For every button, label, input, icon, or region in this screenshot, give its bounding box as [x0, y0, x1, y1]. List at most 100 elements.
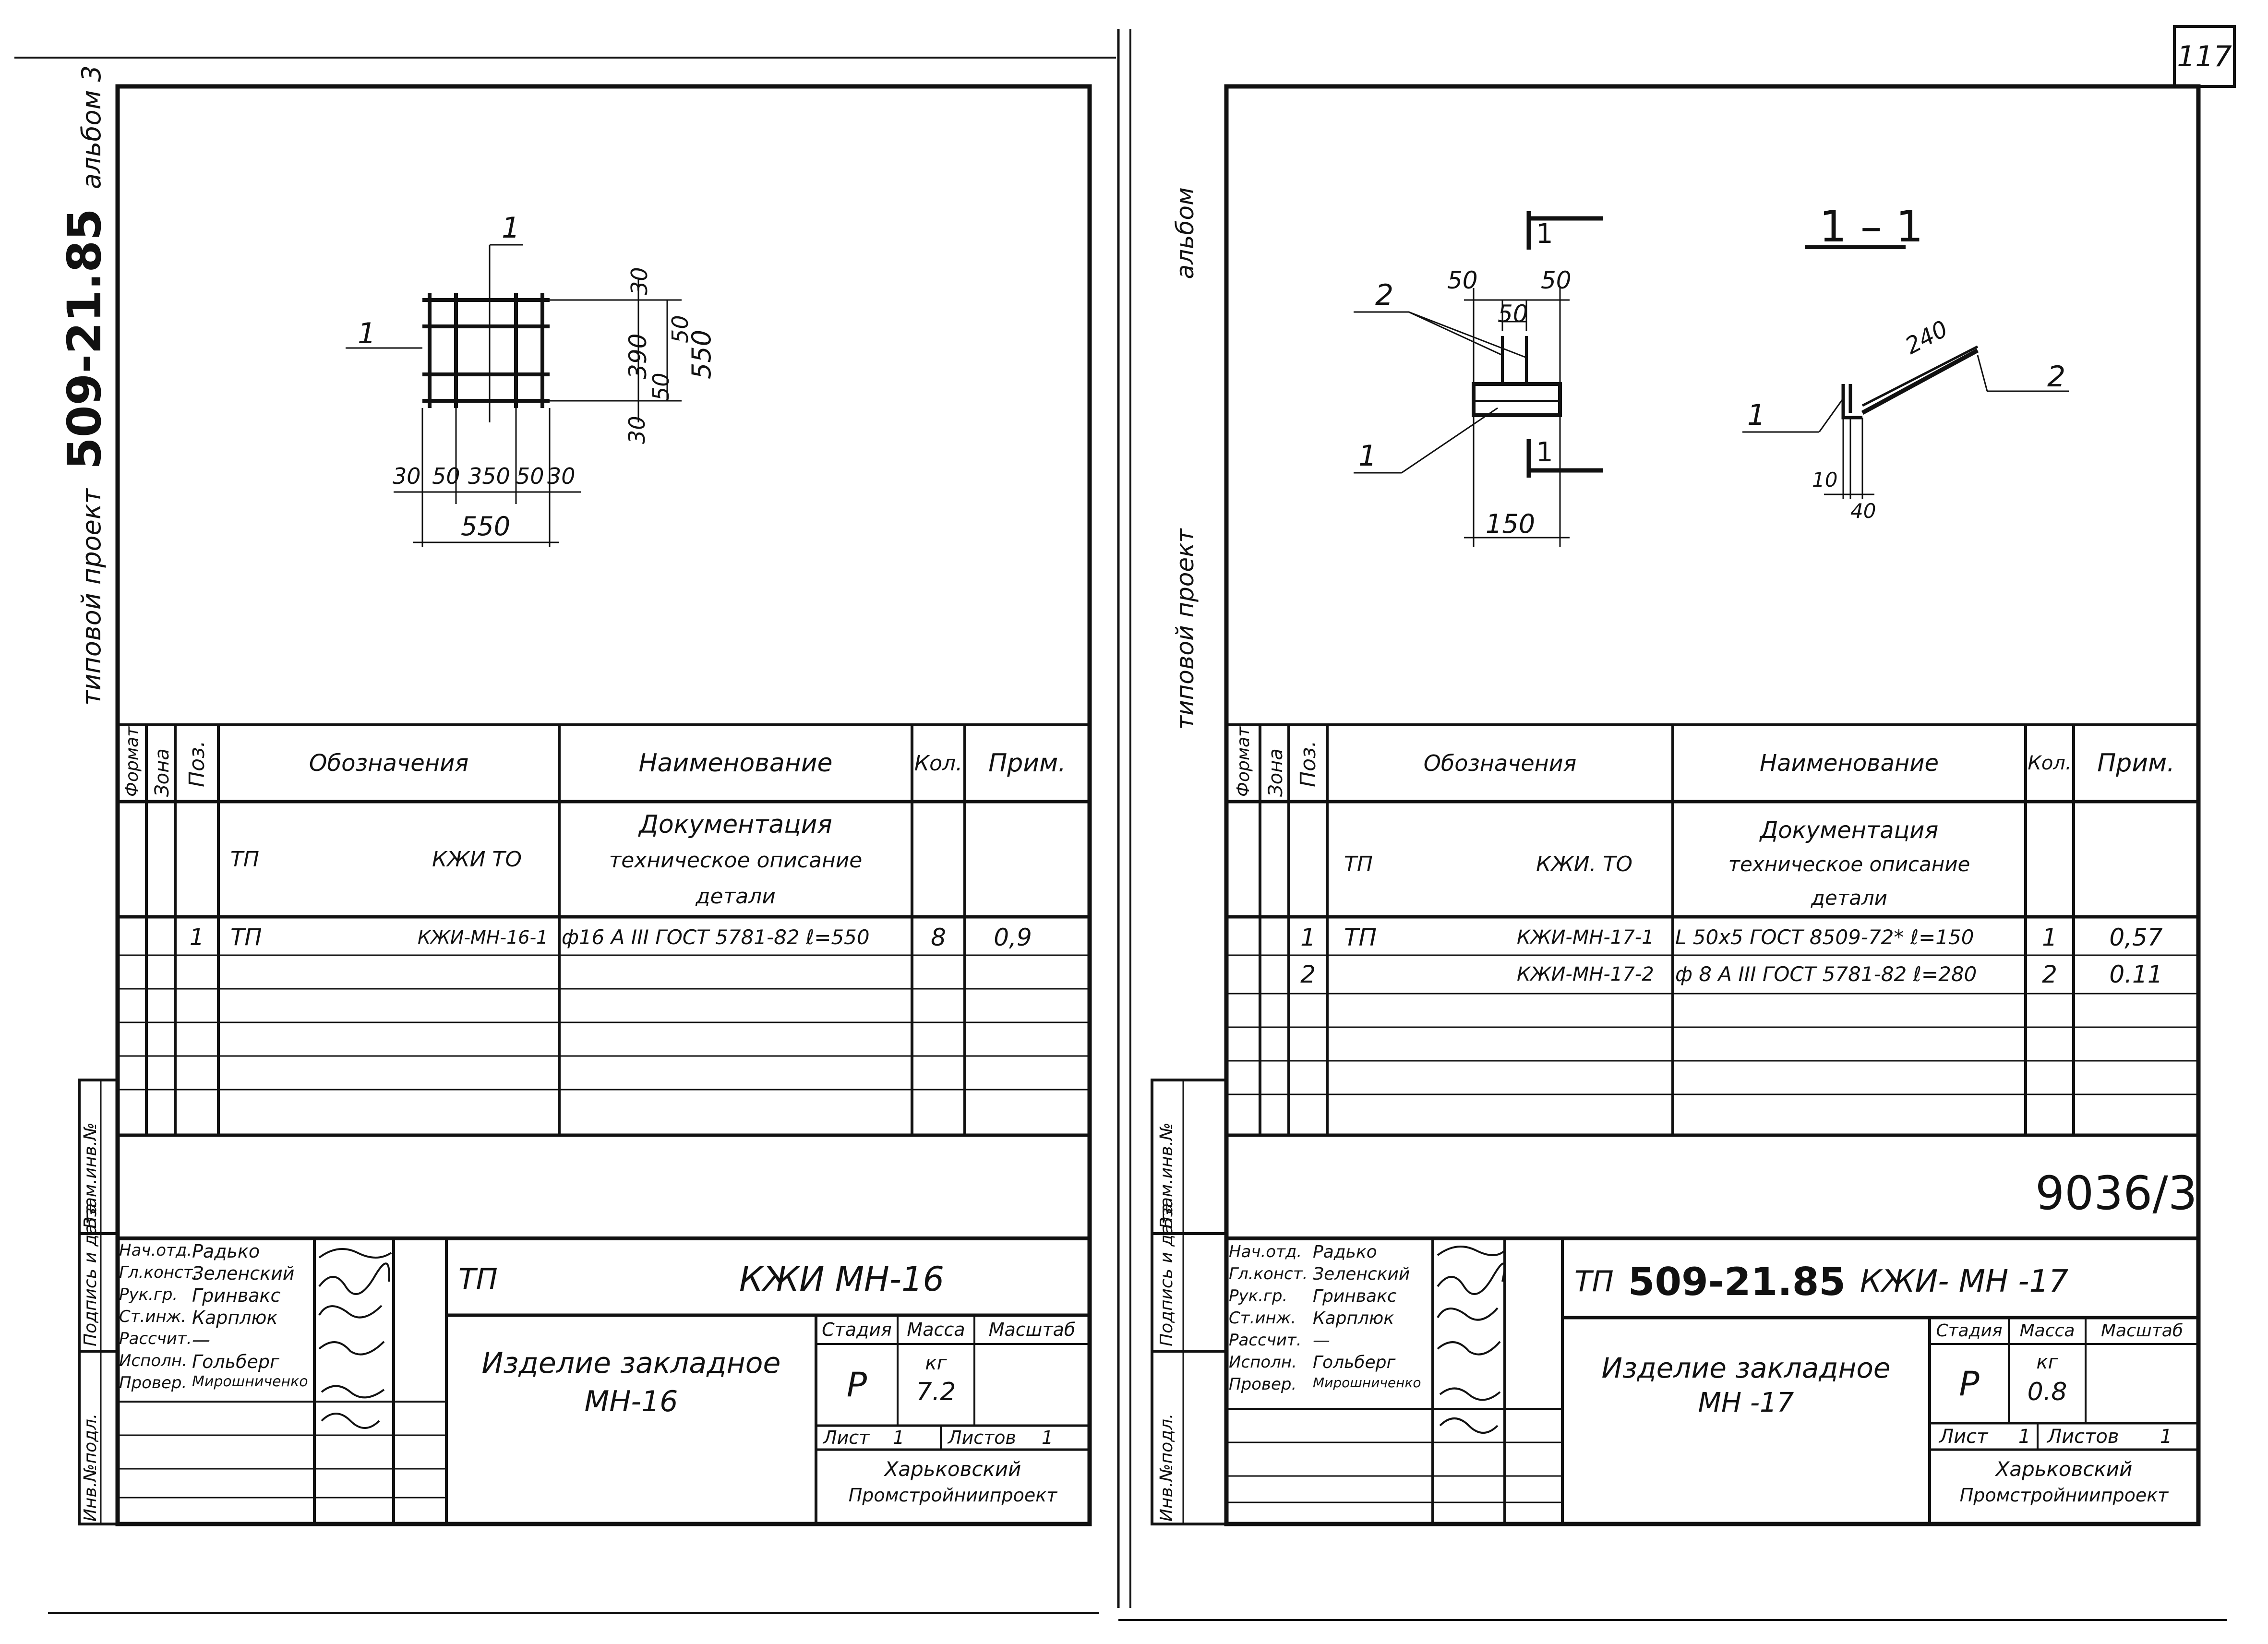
- right-row-1-note: 0,57: [2109, 923, 2163, 951]
- right-pos-label-1: 1: [1358, 439, 1377, 473]
- right-row-1-name: L 50x5 ГОСТ 8509-72* ℓ=150: [1675, 925, 1974, 949]
- left-name-4: —: [192, 1329, 210, 1350]
- right-role-0: Нач.отд.: [1229, 1242, 1302, 1261]
- left-dim-total: 550: [461, 511, 511, 541]
- left-col-mass: Масса: [907, 1319, 965, 1340]
- right-org-2: Промстройниипроект: [1959, 1485, 2169, 1506]
- left-name-1: Зеленский: [192, 1263, 295, 1284]
- right-sheets-label: Листов: [2047, 1425, 2119, 1448]
- right-row-2-qty: 2: [2042, 960, 2057, 988]
- right-name-2: Гринвакс: [1313, 1286, 1397, 1306]
- right-dim-width: 150: [1486, 509, 1536, 539]
- left-mass: 7.2: [916, 1378, 956, 1406]
- left-row-1-note: 0,9: [994, 923, 1032, 951]
- left-header-note: Прим.: [988, 749, 1066, 778]
- left-section-designation-right: КЖИ ТО: [432, 847, 522, 872]
- right-side-label: типовой проект альбом: [1171, 187, 1199, 730]
- left-name-0: Радько: [192, 1241, 260, 1262]
- left-dim-bottom-50a: 50: [432, 463, 460, 489]
- left-mass-unit: кг: [925, 1352, 947, 1374]
- left-sheet-label: Лист: [823, 1427, 870, 1448]
- right-row-2-note: 0.11: [2109, 960, 2163, 988]
- left-role-5: Исполн.: [119, 1351, 187, 1370]
- right-section-designation-right: КЖИ. ТО: [1536, 852, 1633, 876]
- right-section-designation-left: ТП: [1344, 852, 1373, 876]
- right-role-1: Гл.конст.: [1229, 1264, 1308, 1284]
- right-header-zone: Зона: [1265, 748, 1287, 797]
- right-org-1: Харьковский: [1995, 1457, 2133, 1481]
- right-doc-suffix: КЖИ- МН -17: [1860, 1264, 2068, 1299]
- right-dim-top-50c: 50: [1541, 266, 1572, 294]
- right-pos-label-2: 1: [1747, 398, 1766, 432]
- left-dim-bottom-350: 350: [468, 463, 510, 489]
- right-names: Радько Зеленский Гринвакс Карплюк — Голь…: [1313, 1242, 1430, 1397]
- right-side-label-suffix: альбом: [1171, 187, 1199, 279]
- left-side-label-code: 509-21.85: [58, 208, 111, 470]
- right-section-name-1: Документация: [1760, 817, 1939, 844]
- left-org-2: Промстройниипроект: [848, 1485, 1057, 1506]
- left-stamp-inv: Инв.№подл.: [81, 1413, 100, 1522]
- right-row-1-designation-left: ТП: [1344, 923, 1377, 951]
- left-dim-bottom-50b: 50: [516, 463, 544, 489]
- left-row-1-qty: 8: [931, 923, 946, 951]
- right-col-scale: Масштаб: [2100, 1321, 2184, 1341]
- left-header-name: Наименование: [638, 749, 833, 778]
- left-section-designation-left: ТП: [230, 847, 259, 872]
- left-dim-right-550: 550: [686, 329, 717, 379]
- right-mass: 0.8: [2027, 1378, 2067, 1406]
- right-dim-small-40: 40: [1850, 499, 1876, 523]
- right-item-title: Изделие закладное: [1601, 1352, 1891, 1384]
- right-sheets-value: 1: [2160, 1425, 2172, 1448]
- left-role-3: Ст.инж.: [119, 1307, 187, 1326]
- left-doc-code: КЖИ МН-16: [739, 1260, 945, 1299]
- left-name-2: Гринвакс: [192, 1285, 281, 1306]
- right-role-3: Ст.инж.: [1229, 1308, 1296, 1328]
- right-row-2-pos: 2: [1300, 960, 1316, 988]
- right-col-stage: Стадия: [1936, 1321, 2003, 1341]
- right-name-6: Мирошниченко: [1313, 1375, 1421, 1391]
- left-name-6: Мирошниченко: [192, 1373, 308, 1390]
- right-stamp-inv: Инв.№подл.: [1157, 1413, 1176, 1522]
- right-pos-label-3: 2: [2047, 360, 2066, 394]
- left-side-label-prefix: типовой проект: [76, 489, 107, 706]
- right-dim-top-50b: 50: [1498, 300, 1528, 328]
- left-item-title: Изделие закладное: [481, 1346, 781, 1380]
- right-header-format: Формат: [1234, 726, 1253, 797]
- right-section-mark-bottom: 1: [1536, 437, 1553, 468]
- left-pos-label-side: 1: [358, 317, 376, 350]
- right-header-pos: Поз.: [1296, 740, 1320, 787]
- right-row-1-designation-right: КЖИ-МН-17-1: [1517, 926, 1654, 948]
- left-role-4: Рассчит.: [119, 1329, 192, 1348]
- right-header-name: Наименование: [1759, 750, 1939, 777]
- left-dim-right-30a: 30: [626, 267, 652, 295]
- left-role-1: Гл.конст.: [119, 1263, 198, 1282]
- right-row-2-designation-right: КЖИ-МН-17-2: [1517, 963, 1654, 985]
- left-header-format: Формат: [122, 726, 142, 797]
- right-row-2-name: ф 8 А III ГОСТ 5781-82 ℓ=280: [1675, 962, 1977, 986]
- right-mass-unit: кг: [2036, 1351, 2058, 1373]
- right-dim-small-10: 10: [1812, 468, 1838, 492]
- left-section-name-2: техническое описание: [609, 848, 863, 873]
- left-section-name-3: детали: [696, 884, 776, 909]
- right-pos-label-0: 2: [1375, 278, 1394, 312]
- left-header-zone: Зона: [151, 748, 173, 797]
- right-header-designation: Обозначения: [1423, 750, 1577, 776]
- left-role-6: Провер.: [119, 1373, 187, 1392]
- left-pos-label-top: 1: [502, 211, 520, 245]
- right-name-4: —: [1313, 1331, 1330, 1350]
- left-dim-right-50b: 50: [648, 372, 674, 401]
- sheet-number: 117: [2177, 39, 2232, 73]
- left-side-label-suffix: альбом 3: [76, 65, 107, 190]
- left-org-1: Харьковский: [884, 1457, 1021, 1481]
- right-role-2: Рук.гр.: [1229, 1286, 1288, 1306]
- right-section-name-2: техническое описание: [1728, 852, 1970, 876]
- right-name-0: Радько: [1313, 1242, 1377, 1262]
- right-header-note: Прим.: [2097, 749, 2175, 778]
- right-col-mass: Масса: [2019, 1321, 2075, 1341]
- left-row-1-name: ф16 А III ГОСТ 5781-82 ℓ=550: [562, 925, 870, 949]
- right-row-1-qty: 1: [2042, 923, 2057, 951]
- right-name-5: Гольберг: [1313, 1353, 1396, 1372]
- left-section-name-1: Документация: [639, 810, 832, 839]
- stamp-number: 9036/3: [2035, 1166, 2197, 1220]
- left-role-2: Рук.гр.: [119, 1285, 178, 1304]
